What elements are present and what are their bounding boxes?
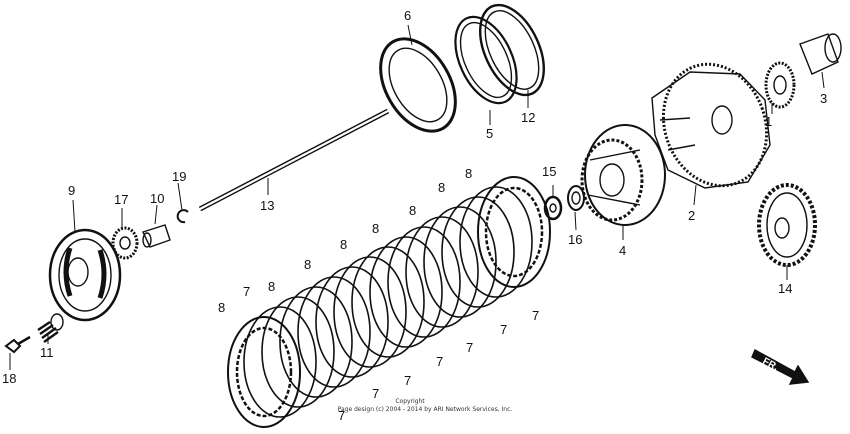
label-part-8: 8 (438, 180, 445, 195)
label-part-8: 8 (218, 300, 225, 315)
label-part-15: 15 (542, 164, 556, 179)
part-3-bushing[interactable] (799, 33, 842, 75)
label-part-18: 18 (2, 371, 16, 386)
label-part-8: 8 (304, 257, 311, 272)
label-part-7: 7 (372, 386, 379, 401)
label-part-10: 10 (150, 191, 164, 206)
label-part-7: 7 (404, 373, 411, 388)
label-part-7: 7 (466, 340, 473, 355)
part-7-8-plate-stack[interactable] (227, 176, 551, 428)
part-14-gear[interactable] (757, 183, 817, 267)
part-4-clutch-center[interactable] (580, 124, 666, 226)
label-part-13: 13 (260, 198, 274, 213)
part-13-push-rod[interactable] (198, 108, 390, 212)
label-part-5: 5 (486, 126, 493, 141)
part-labels: 6 5 12 13 2 4 15 16 1 3 14 9 17 10 19 11… (2, 8, 827, 423)
label-part-11: 11 (40, 345, 54, 360)
label-part-7: 7 (532, 308, 539, 323)
part-12-o-ring[interactable] (467, 0, 557, 105)
part-16-washer[interactable] (567, 185, 585, 211)
part-1-collar[interactable] (764, 61, 796, 109)
label-part-1: 1 (765, 114, 772, 129)
label-part-4: 4 (619, 243, 626, 258)
label-part-19: 19 (172, 169, 186, 184)
label-part-7: 7 (500, 322, 507, 337)
label-part-3: 3 (820, 91, 827, 106)
part-6-pressure-plate[interactable] (365, 26, 470, 145)
label-part-16: 16 (568, 232, 582, 247)
part-5-o-ring[interactable] (443, 7, 529, 112)
label-part-14: 14 (778, 281, 792, 296)
label-part-8: 8 (268, 279, 275, 294)
label-part-6: 6 (404, 8, 411, 23)
label-part-12: 12 (521, 110, 535, 125)
part-10-lifter-piece[interactable] (142, 224, 171, 248)
label-part-7: 7 (436, 354, 443, 369)
copyright-title: Copyright (395, 398, 425, 405)
label-part-9: 9 (68, 183, 75, 198)
part-9-lifter-plate[interactable] (48, 228, 122, 322)
label-part-8: 8 (465, 166, 472, 181)
leader-lines (9, 24, 825, 370)
label-part-8: 8 (340, 237, 347, 252)
part-11-spring[interactable] (37, 313, 64, 343)
label-part-2: 2 (688, 208, 695, 223)
part-17-bearing[interactable] (111, 226, 139, 260)
part-2-clutch-outer[interactable] (647, 50, 783, 201)
part-18-bolt[interactable] (4, 335, 31, 354)
label-part-7: 7 (338, 408, 345, 423)
front-direction-arrow (751, 349, 810, 385)
label-part-8: 8 (372, 221, 379, 236)
label-part-7: 7 (243, 284, 250, 299)
label-part-17: 17 (114, 192, 128, 207)
copyright-notice: Page design (c) 2004 - 2014 by ARI Netwo… (338, 406, 513, 413)
label-part-8: 8 (409, 203, 416, 218)
part-19-circlip[interactable] (176, 209, 189, 224)
